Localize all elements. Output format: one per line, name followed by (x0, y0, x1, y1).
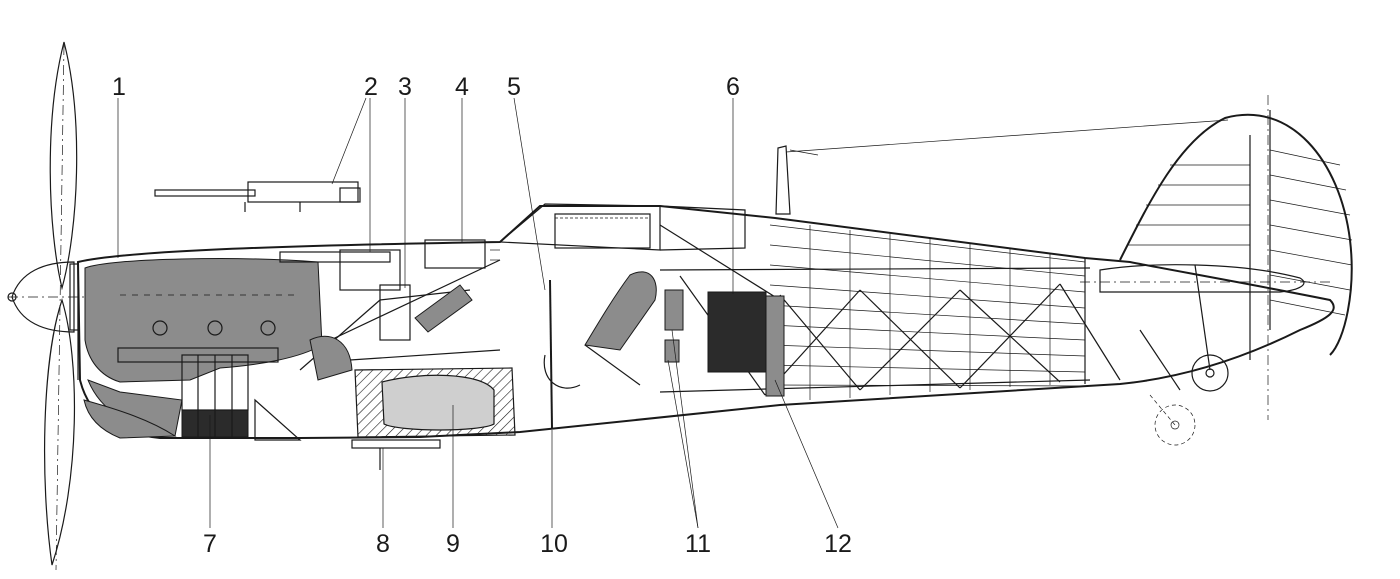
canopy (498, 203, 746, 251)
wing-root (83, 398, 302, 441)
callout-2: 2 (364, 73, 378, 101)
callout-8: 8 (376, 530, 390, 558)
leader-lines (117, 97, 839, 529)
pilot-seat (584, 271, 657, 386)
callout-4: 4 (455, 73, 469, 101)
aerial-mast (775, 119, 1229, 215)
fuel-tank (354, 367, 516, 438)
callout-10: 10 (540, 530, 568, 558)
callout-12: 12 (824, 530, 852, 558)
fuselage-outline (76, 205, 1335, 439)
tailplane (1080, 264, 1330, 293)
control-column (543, 279, 581, 429)
radiator (87, 354, 249, 438)
callout-6: 6 (726, 73, 740, 101)
tail-wheel (1139, 264, 1229, 446)
machine-gun-detail (154, 181, 361, 212)
callout-3: 3 (398, 73, 412, 101)
engine-block (84, 258, 323, 383)
warren-truss (659, 224, 1121, 396)
callout-5: 5 (507, 73, 521, 101)
radio-armour (664, 289, 785, 397)
callout-1: 1 (112, 73, 126, 101)
callout-11: 11 (685, 530, 711, 558)
propeller (8, 41, 100, 571)
ventral-fitting (351, 439, 441, 470)
nose-guns (279, 239, 500, 341)
callout-9: 9 (446, 530, 460, 558)
fin-and-rudder (1119, 95, 1353, 420)
callout-labels: 1 2 3 4 5 6 7 8 9 10 11 12 (112, 73, 852, 558)
callout-7: 7 (203, 530, 217, 558)
